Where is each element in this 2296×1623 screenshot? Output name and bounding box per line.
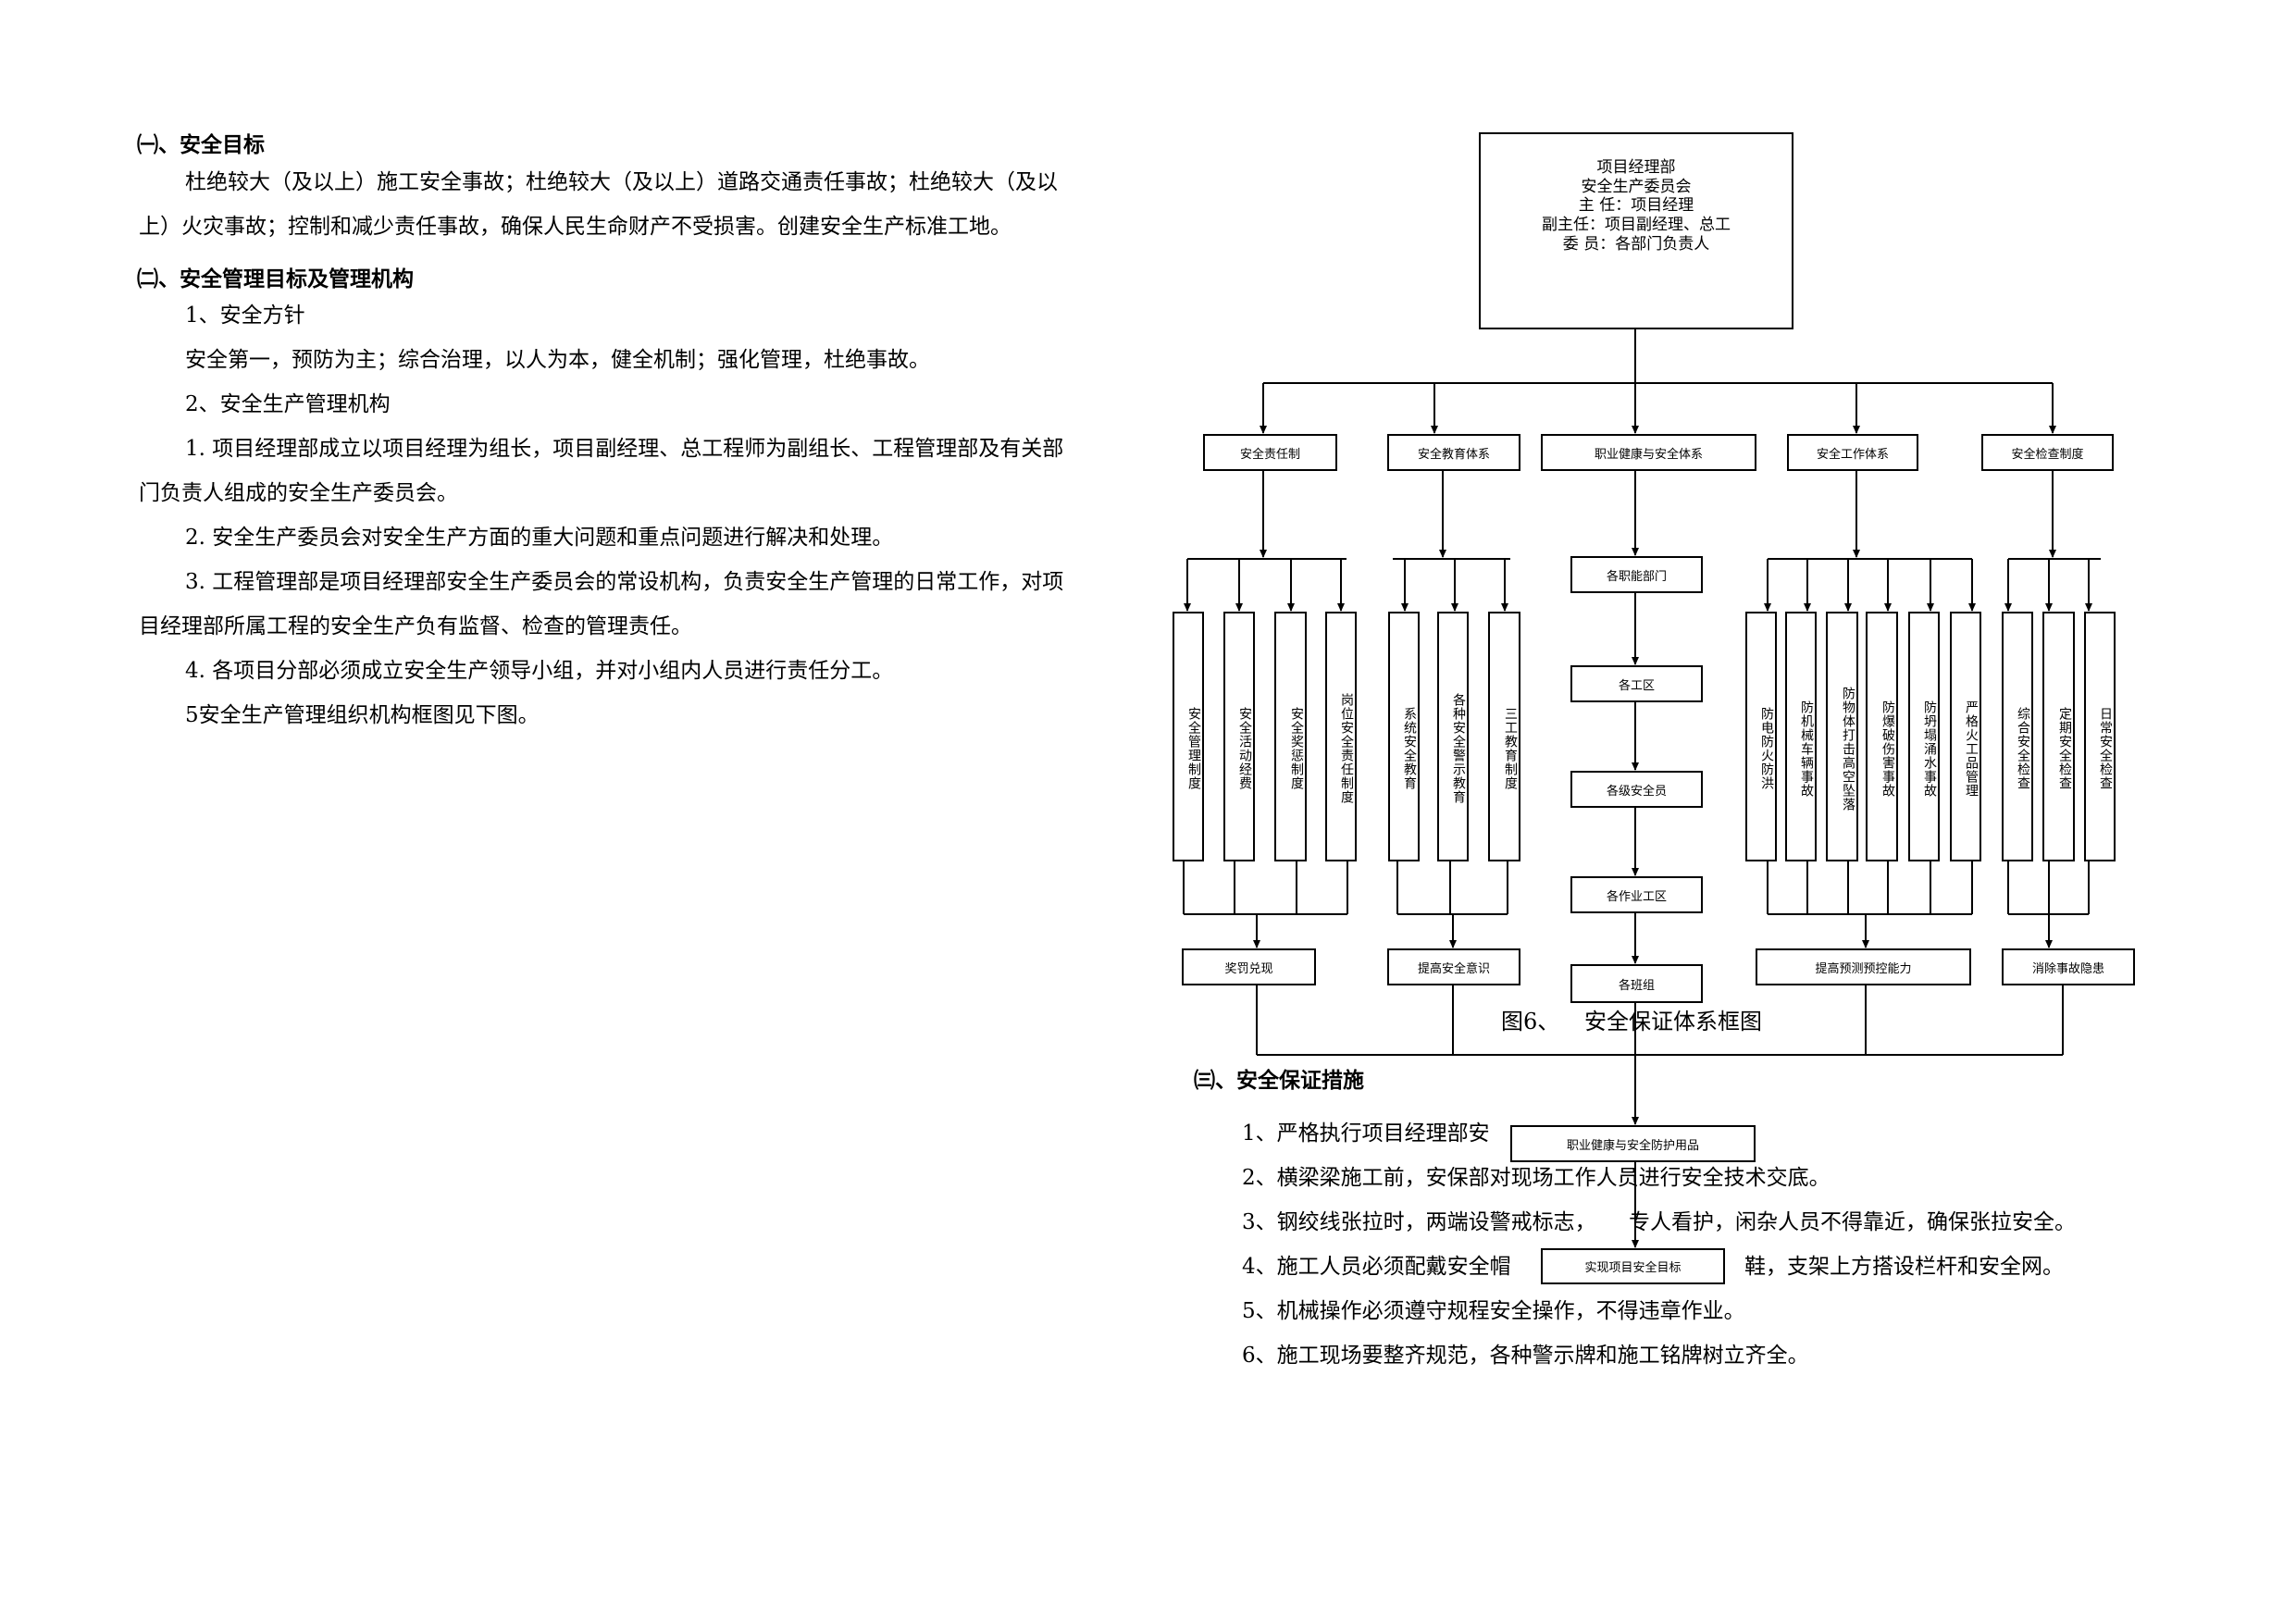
result-eliminate-hazards: 消除事故隐患: [2002, 948, 2135, 985]
category-occupational-health: 职业健康与安全体系: [1541, 434, 1756, 471]
item1-line1: 1. 项目经理部成立以项目经理为组长，项目副经理、总工程师为副组长、工程管理部及…: [185, 437, 1064, 461]
figure-number: 图6、: [1501, 1009, 1560, 1035]
measure-3-part2: 专人看护，闲杂人员不得靠近，确保张拉安全。: [1629, 1210, 2076, 1234]
measure-4-part2: 鞋，支架上方搭设栏杆和安全网。: [1744, 1255, 2064, 1279]
item-safety-activity-funds: 安全活动经费: [1223, 612, 1255, 861]
category-responsibility: 安全责任制: [1203, 434, 1337, 471]
top-box-director: 主 任：项目经理: [1578, 196, 1694, 216]
item1-line2: 门负责人组成的安全生产委员会。: [139, 481, 458, 505]
measure-6: 6、施工现场要整齐规范，各种警示牌和施工铭牌树立齐全。: [1242, 1344, 1809, 1368]
top-box-title: 项目经理部: [1596, 158, 1676, 177]
top-box-deputy: 副主任：项目副经理、总工: [1542, 216, 1731, 235]
category-inspection: 安全检查制度: [1981, 434, 2114, 471]
item-explosives-management: 严格火工品管理: [1950, 612, 1981, 861]
measure-2: 2、横梁梁施工前，安保部对现场工作人员进行安全技术交底。: [1242, 1166, 1831, 1190]
goal-paragraph-line2: 上）火灾事故；控制和减少责任事故，确保人民生命财产不受损害。创建安全生产标准工地…: [139, 215, 1011, 239]
item-blasting-injury-prevention: 防爆破伤害事故: [1866, 612, 1898, 861]
measure-5: 5、机械操作必须遵守规程安全操作，不得违章作业。: [1242, 1299, 1745, 1323]
figure-caption: 安全保证体系框图: [1584, 1009, 1762, 1035]
result-raise-awareness: 提高安全意识: [1387, 948, 1520, 985]
item-warning-education: 各种安全警示教育: [1437, 612, 1469, 861]
goal-paragraph-line1: 杜绝较大（及以上）施工安全事故；杜绝较大（及以上）道路交通责任事故；杜绝较大（及…: [185, 170, 1058, 194]
bottom-achieve-safety-goal: 实现项目安全目标: [1541, 1248, 1725, 1284]
result-reward-penalty: 奖罚兑现: [1182, 948, 1316, 985]
measure-1: 1、严格执行项目经理部安: [1242, 1121, 1490, 1146]
item3-line1: 3. 工程管理部是项目经理部安全生产委员会的常设机构，负责安全生产管理的日常工作…: [185, 570, 1064, 594]
org-top-box: 项目经理部 安全生产委员会 主 任：项目经理 副主任：项目副经理、总工 委 员：…: [1479, 132, 1793, 329]
category-work-system: 安全工作体系: [1787, 434, 1918, 471]
item-vehicle-accident-prevention: 防机械车辆事故: [1785, 612, 1817, 861]
item-system-education: 系统安全教育: [1388, 612, 1420, 861]
item5: 5安全生产管理组织机构框图见下图。: [185, 703, 540, 727]
heading-management-goal: ㈡、安全管理目标及管理机构: [137, 266, 414, 291]
item-safety-reward-penalty: 安全奖惩制度: [1274, 612, 1307, 861]
safety-policy-text: 安全第一，预防为主；综合治理，以人为本，健全机制；强化管理，杜绝事故。: [185, 348, 930, 372]
item-teams: 各班组: [1570, 964, 1703, 1003]
heading-safety-measures: ㈢、安全保证措施: [1194, 1068, 1364, 1093]
item-operation-areas: 各作业工区: [1570, 876, 1703, 913]
item-work-areas: 各工区: [1570, 665, 1703, 702]
subheading-management-org: 2、安全生产管理机构: [185, 392, 391, 416]
item2: 2. 安全生产委员会对安全生产方面的重大问题和重点问题进行解决和处理。: [185, 526, 894, 550]
item-periodic-inspection: 定期安全检查: [2042, 612, 2075, 861]
item-functional-departments: 各职能部门: [1570, 556, 1703, 593]
item-safety-management-system: 安全管理制度: [1173, 612, 1204, 861]
item-fire-flood-prevention: 防电防火防洪: [1745, 612, 1777, 861]
item-comprehensive-inspection: 综合安全检查: [2002, 612, 2033, 861]
item-daily-inspection: 日常安全检查: [2084, 612, 2116, 861]
top-box-members: 委 员：各部门负责人: [1562, 234, 1710, 254]
item-collapse-prevention: 防坍塌涌水事故: [1908, 612, 1940, 861]
heading-safety-goal: ㈠、安全目标: [137, 132, 265, 157]
subheading-safety-policy: 1、安全方针: [185, 304, 305, 328]
category-education: 安全教育体系: [1387, 434, 1520, 471]
top-box-committee: 安全生产委员会: [1581, 177, 1692, 196]
result-forecast-control: 提高预测预控能力: [1756, 948, 1971, 985]
measure-4-part1: 4、施工人员必须配戴安全帽: [1242, 1255, 1511, 1279]
item-safety-officers: 各级安全员: [1570, 771, 1703, 808]
item-falling-object-prevention: 防物体打击高空坠落: [1826, 612, 1858, 861]
measure-3-part1: 3、钢绞线张拉时，两端设警戒标志，: [1242, 1210, 1596, 1234]
item3-line2: 目经理部所属工程的安全生产负有监督、检查的管理责任。: [139, 614, 692, 638]
item-three-level-education: 三工教育制度: [1488, 612, 1520, 861]
item4: 4. 各项目分部必须成立安全生产领导小组，并对小组内人员进行责任分工。: [185, 659, 894, 683]
item-post-responsibility: 岗位安全责任制度: [1325, 612, 1357, 861]
bottom-protective-equipment: 职业健康与安全防护用品: [1510, 1125, 1756, 1162]
